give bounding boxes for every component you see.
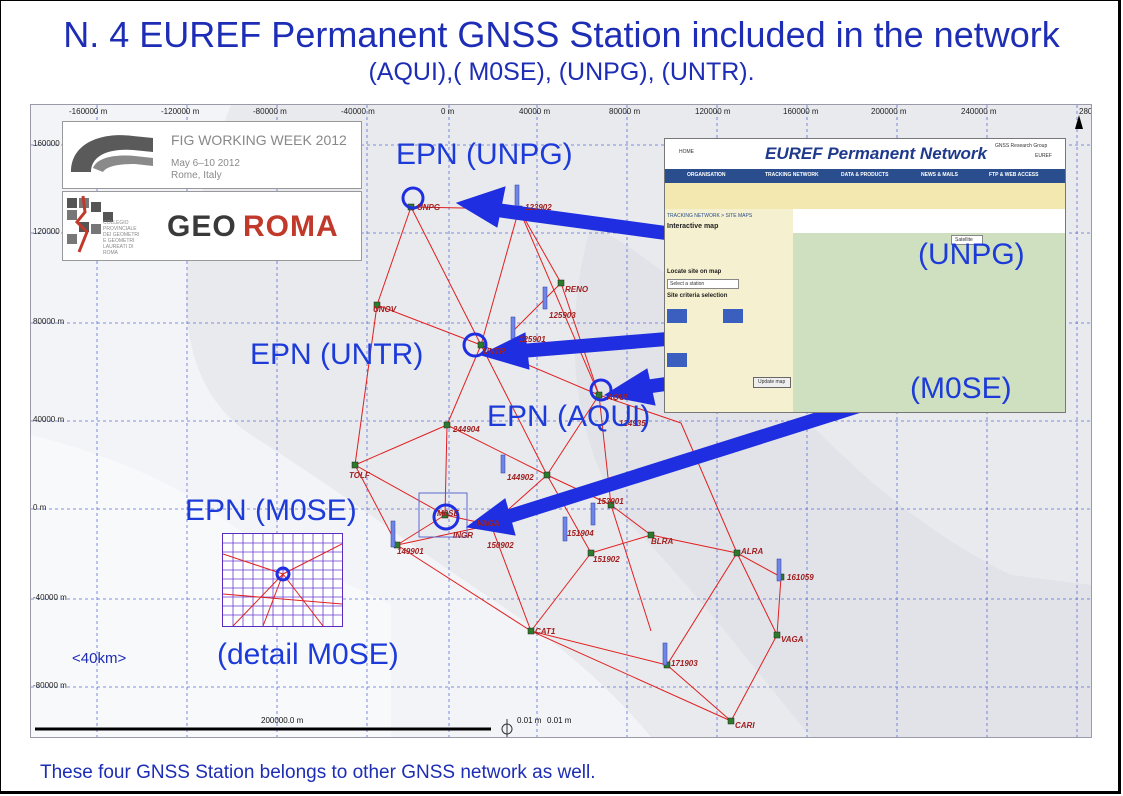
inset-research-group: GNSS Research Group bbox=[995, 143, 1048, 149]
station-label: BLRA bbox=[651, 537, 674, 546]
roma-text: ROMA bbox=[243, 210, 339, 243]
x-tick: -40000 m bbox=[341, 107, 375, 116]
station-label: 125903 bbox=[549, 311, 576, 320]
y-tick: 40000 m bbox=[33, 415, 65, 424]
scale-bar-label: 200000.0 m bbox=[261, 716, 304, 725]
m0se-highlight bbox=[418, 492, 468, 538]
station-label: 124935 bbox=[619, 419, 646, 428]
fig-place: Rome, Italy bbox=[171, 170, 222, 181]
station-label: 144902 bbox=[507, 473, 534, 482]
collegio-text: COLLEGIO PROVINCIALE DEI GEOMETRI E GEOM… bbox=[103, 220, 140, 256]
fig-dates: May 6–10 2012 bbox=[171, 158, 240, 169]
y-tick: 0 m bbox=[33, 503, 47, 512]
station-label: 161059 bbox=[787, 573, 814, 582]
station-label: 151902 bbox=[593, 555, 620, 564]
north-arrow bbox=[1075, 115, 1083, 129]
inset-nav-item: DATA & PRODUCTS bbox=[841, 172, 889, 178]
station-label: UNOV bbox=[373, 305, 397, 314]
x-tick: -120000 m bbox=[161, 107, 200, 116]
x-tick: -160000 m bbox=[69, 107, 108, 116]
inset-title: EUREF Permanent Network bbox=[765, 144, 987, 163]
station-label: CAT1 bbox=[535, 627, 556, 636]
station-label: ALRA bbox=[741, 547, 764, 556]
x-tick: 0 m bbox=[441, 107, 455, 116]
y-tick: 160000 m bbox=[33, 139, 69, 148]
label-epn-m0se: EPN (M0SE) bbox=[185, 494, 357, 527]
slide-title: N. 4 EUREF Permanent GNSS Station includ… bbox=[63, 14, 1060, 55]
label-epn-aqui: EPN (AQUI) bbox=[487, 400, 651, 433]
residual-bars bbox=[390, 184, 782, 666]
footer-note: These four GNSS Station belongs to other… bbox=[40, 762, 596, 783]
scale-north-label: 0.01 m bbox=[517, 716, 542, 725]
station-label: UNPG bbox=[417, 203, 441, 212]
station-label: VAGA bbox=[477, 519, 500, 528]
scale-note: <40km> bbox=[72, 650, 127, 667]
station-label: 150902 bbox=[487, 541, 514, 550]
inset-satellite-tab: Satellite bbox=[951, 235, 983, 245]
inset-nav: ORGANISATION TRACKING NETWORK DATA & PRO… bbox=[665, 169, 1065, 183]
inset-locate-label: Locate site on map bbox=[667, 269, 722, 275]
inset-breadcrumb: TRACKING NETWORK > SITE MAPS bbox=[667, 213, 753, 219]
station-label: VAGA bbox=[781, 635, 804, 644]
label-epn-unpg: EPN (UNPG) bbox=[396, 138, 573, 171]
station-label: UNTR bbox=[483, 347, 506, 356]
y-tick: 120000 m bbox=[33, 227, 69, 236]
sea-area bbox=[31, 435, 391, 737]
station-label: RENO bbox=[565, 285, 589, 294]
x-tick: 80000 m bbox=[609, 107, 641, 116]
x-tick: 120000 m bbox=[695, 107, 731, 116]
label-epn-untr: EPN (UNTR) bbox=[250, 338, 424, 371]
station-label: 149901 bbox=[397, 547, 424, 556]
station-label: AQUI bbox=[607, 393, 627, 402]
inset-nav-item: ORGANISATION bbox=[687, 172, 726, 178]
y-tick: -80000 m bbox=[33, 681, 67, 690]
x-tick: 200000 m bbox=[871, 107, 907, 116]
colosseum-icon bbox=[71, 135, 153, 172]
x-tick: 280 bbox=[1079, 107, 1092, 116]
inset-nav-item: TRACKING NETWORK bbox=[765, 172, 819, 178]
station-label: 244904 bbox=[453, 425, 480, 434]
inset-update-button: Update map bbox=[753, 377, 791, 388]
x-tick: 160000 m bbox=[783, 107, 819, 116]
inset-station-select: Select a station bbox=[667, 279, 739, 289]
x-tick: -80000 m bbox=[253, 107, 287, 116]
inset-heading: Interactive map bbox=[667, 223, 719, 230]
fig-logo: FIG WORKING WEEK 2012 May 6–10 2012 Rome… bbox=[62, 121, 362, 189]
station-label: 123902 bbox=[525, 203, 552, 212]
station-label: 151904 bbox=[567, 529, 594, 538]
label-detail-m0se: (detail M0SE) bbox=[217, 638, 399, 671]
inset-home: HOME bbox=[679, 149, 694, 155]
slide-subtitle: (AQUI),( M0SE), (UNPG), (UNTR). bbox=[368, 58, 755, 86]
y-tick: -40000 m bbox=[33, 593, 67, 602]
inset-euref: EUREF bbox=[1035, 153, 1052, 159]
inset-criteria-label: Site criteria selection bbox=[667, 293, 728, 299]
geo-text: GEO bbox=[167, 210, 237, 243]
station-circles bbox=[401, 186, 613, 531]
detail-m0se-grid bbox=[223, 534, 342, 626]
fig-title: FIG WORKING WEEK 2012 bbox=[171, 132, 347, 148]
station-label: TOLF bbox=[349, 471, 370, 480]
y-tick: 80000 m bbox=[33, 317, 65, 326]
station-label: 171903 bbox=[671, 659, 698, 668]
inset-map bbox=[793, 233, 1065, 412]
euref-website-inset: HOME EUREF Permanent Network GNSS Resear… bbox=[664, 138, 1066, 413]
x-tick: 40000 m bbox=[519, 107, 551, 116]
inset-nav-item: FTP & WEB ACCESS bbox=[989, 172, 1039, 178]
station-label: 153901 bbox=[597, 497, 624, 506]
inset-nav-item: NEWS & MAILS bbox=[921, 172, 958, 178]
station-label: M0SE bbox=[437, 509, 459, 518]
collegio-icon bbox=[67, 195, 113, 253]
x-tick: 240000 m bbox=[961, 107, 997, 116]
label-unpg: (UNPG) bbox=[918, 238, 1025, 271]
station-label: CARI bbox=[735, 721, 755, 730]
scale-east-label: 0.01 m bbox=[547, 716, 572, 725]
station-label: INGR bbox=[453, 531, 473, 540]
station-label: 125901 bbox=[519, 335, 546, 344]
detail-m0se-box bbox=[222, 533, 343, 627]
georoma-logo: COLLEGIO PROVINCIALE DEI GEOMETRI E GEOM… bbox=[62, 191, 362, 261]
label-m0se: (M0SE) bbox=[910, 372, 1012, 405]
